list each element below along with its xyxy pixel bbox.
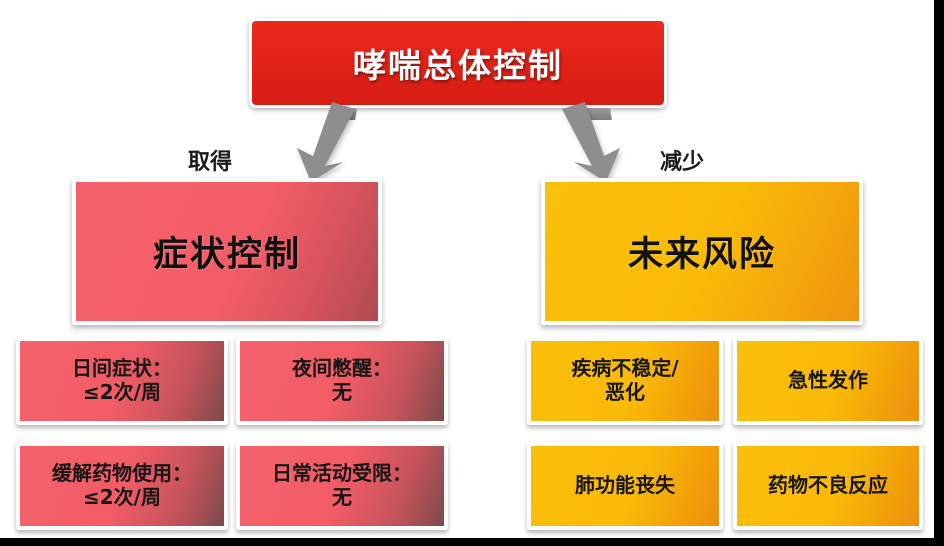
leaf-text-acute-exacerbation: 急性发作	[788, 368, 868, 393]
diagram-plate: 哮喘总体控制 取得 减少 症状控制 未来风险 日间症状： ≤2次/周 夜间憋醒：…	[0, 0, 934, 538]
diagram-title-box: 哮喘总体控制	[249, 18, 667, 108]
arrow-down-right-icon	[562, 102, 620, 182]
leaf-box-reliever-use: 缓解药物使用： ≤2次/周	[16, 442, 228, 530]
leaf-text-nighttime-awakening: 夜间憋醒： 无	[292, 356, 392, 404]
leaf-text-reliever-use: 缓解药物使用： ≤2次/周	[52, 461, 192, 509]
leaf-text-lung-function-loss: 肺功能丧失	[575, 473, 675, 498]
category-box-future-risk: 未来风险	[541, 178, 863, 325]
arrow-down-left-icon	[297, 102, 355, 182]
leaf-box-disease-instability: 疾病不稳定/ 恶化	[527, 337, 723, 425]
leaf-box-daytime-symptoms: 日间症状： ≤2次/周	[16, 337, 228, 425]
branch-label-reduce: 减少	[660, 150, 705, 175]
leaf-box-nighttime-awakening: 夜间憋醒： 无	[236, 337, 448, 425]
leaf-box-lung-function-loss: 肺功能丧失	[527, 442, 723, 530]
leaf-text-adverse-drug-reaction: 药物不良反应	[768, 473, 888, 498]
leaf-box-activity-limitation: 日常活动受限： 无	[236, 442, 448, 530]
diagram-title-text: 哮喘总体控制	[353, 46, 563, 85]
leaf-text-activity-limitation: 日常活动受限： 无	[272, 461, 412, 509]
category-label-symptom-control: 症状控制	[152, 235, 301, 275]
category-box-symptom-control: 症状控制	[72, 178, 382, 325]
leaf-text-disease-instability: 疾病不稳定/ 恶化	[571, 356, 679, 404]
leaf-box-acute-exacerbation: 急性发作	[733, 337, 923, 425]
leaf-text-daytime-symptoms: 日间症状： ≤2次/周	[72, 356, 172, 404]
category-label-future-risk: 未来风险	[627, 235, 776, 275]
leaf-box-adverse-drug-reaction: 药物不良反应	[733, 442, 923, 530]
branch-label-achieve: 取得	[188, 150, 233, 175]
